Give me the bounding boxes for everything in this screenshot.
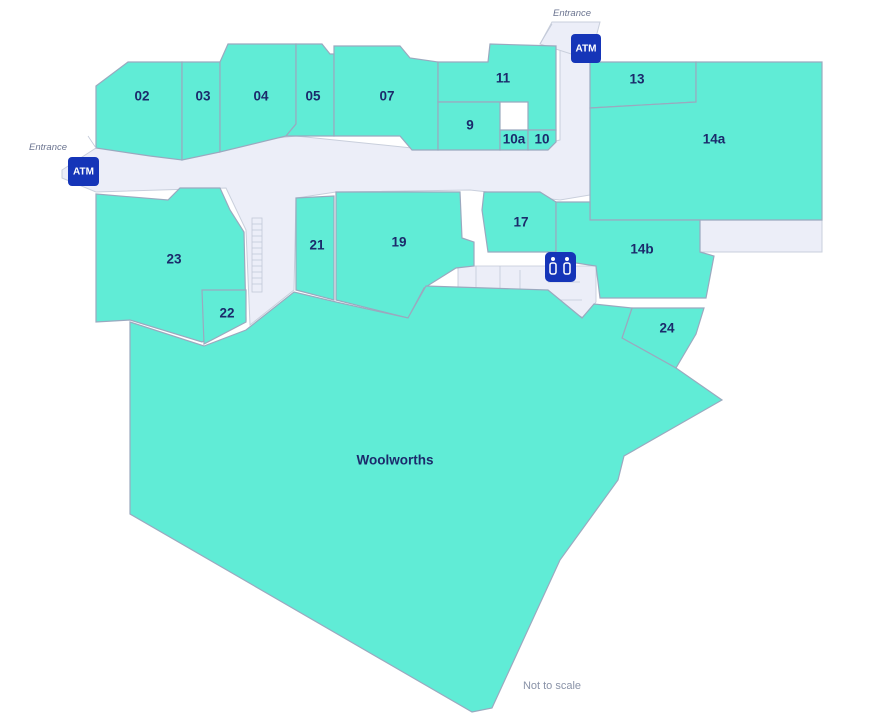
- shop-label-03: 03: [195, 89, 211, 104]
- shop-21[interactable]: [295, 195, 335, 301]
- shop-label-11: 11: [496, 71, 511, 86]
- entrance-label-left: Entrance: [29, 142, 67, 153]
- shop-label-10: 10: [534, 132, 549, 147]
- entrance-line-left: [87, 135, 97, 149]
- escalator: [251, 217, 263, 293]
- shop-label-24: 24: [659, 321, 675, 336]
- shop-label-9: 9: [466, 118, 474, 133]
- entrance-label-top: Entrance: [553, 8, 591, 19]
- shop-label-05: 05: [305, 89, 321, 104]
- atm-left[interactable]: ATM: [68, 157, 99, 186]
- woolworths-store[interactable]: [129, 285, 724, 713]
- not-to-scale-note: Not to scale: [523, 680, 581, 692]
- restroom-icon[interactable]: [545, 252, 576, 282]
- atm-top[interactable]: ATM: [571, 34, 601, 63]
- atm-left-label: ATM: [73, 167, 94, 178]
- shop-02[interactable]: [95, 61, 183, 161]
- shop-14b[interactable]: [555, 201, 715, 299]
- shop-19[interactable]: [335, 191, 475, 319]
- corridor-east: [699, 219, 823, 253]
- shop-label-19: 19: [391, 235, 406, 250]
- shop-label-17: 17: [513, 215, 528, 230]
- shop-label-02: 02: [134, 89, 149, 104]
- shop-label-14a: 14a: [703, 132, 726, 147]
- shop-label-22: 22: [219, 306, 234, 321]
- shop-label-21: 21: [309, 238, 325, 253]
- shop-label-23: 23: [166, 252, 182, 267]
- shop-label-woolworths: Woolworths: [357, 453, 434, 468]
- mall-corridor: [61, 29, 591, 327]
- shop-10[interactable]: [527, 129, 557, 151]
- shop-label-04: 04: [253, 89, 269, 104]
- shop-label-10a: 10a: [503, 132, 526, 147]
- atm-top-label: ATM: [576, 44, 597, 55]
- shop-label-14b: 14b: [630, 242, 653, 257]
- shop-label-13: 13: [629, 72, 645, 87]
- shop-22[interactable]: [201, 289, 247, 345]
- entrance-line-top: [539, 23, 553, 45]
- shop-03[interactable]: [181, 61, 221, 161]
- shop-label-07: 07: [379, 89, 394, 104]
